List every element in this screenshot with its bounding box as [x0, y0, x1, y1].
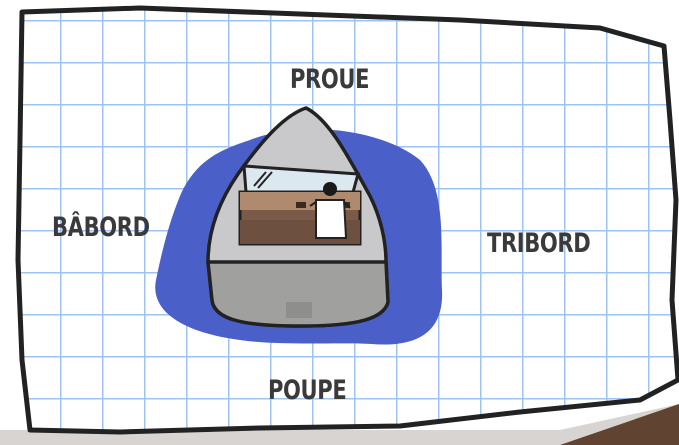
table-shadow: [0, 404, 679, 445]
table-edge: [560, 404, 679, 445]
port-label: BÂBORD: [52, 212, 150, 243]
stern-label: POUPE: [268, 375, 347, 406]
bow-label: PROUE: [290, 64, 370, 95]
person-icon: [309, 182, 351, 239]
starboard-label: TRIBORD: [487, 228, 591, 259]
boat-top-view-icon: [206, 106, 390, 328]
